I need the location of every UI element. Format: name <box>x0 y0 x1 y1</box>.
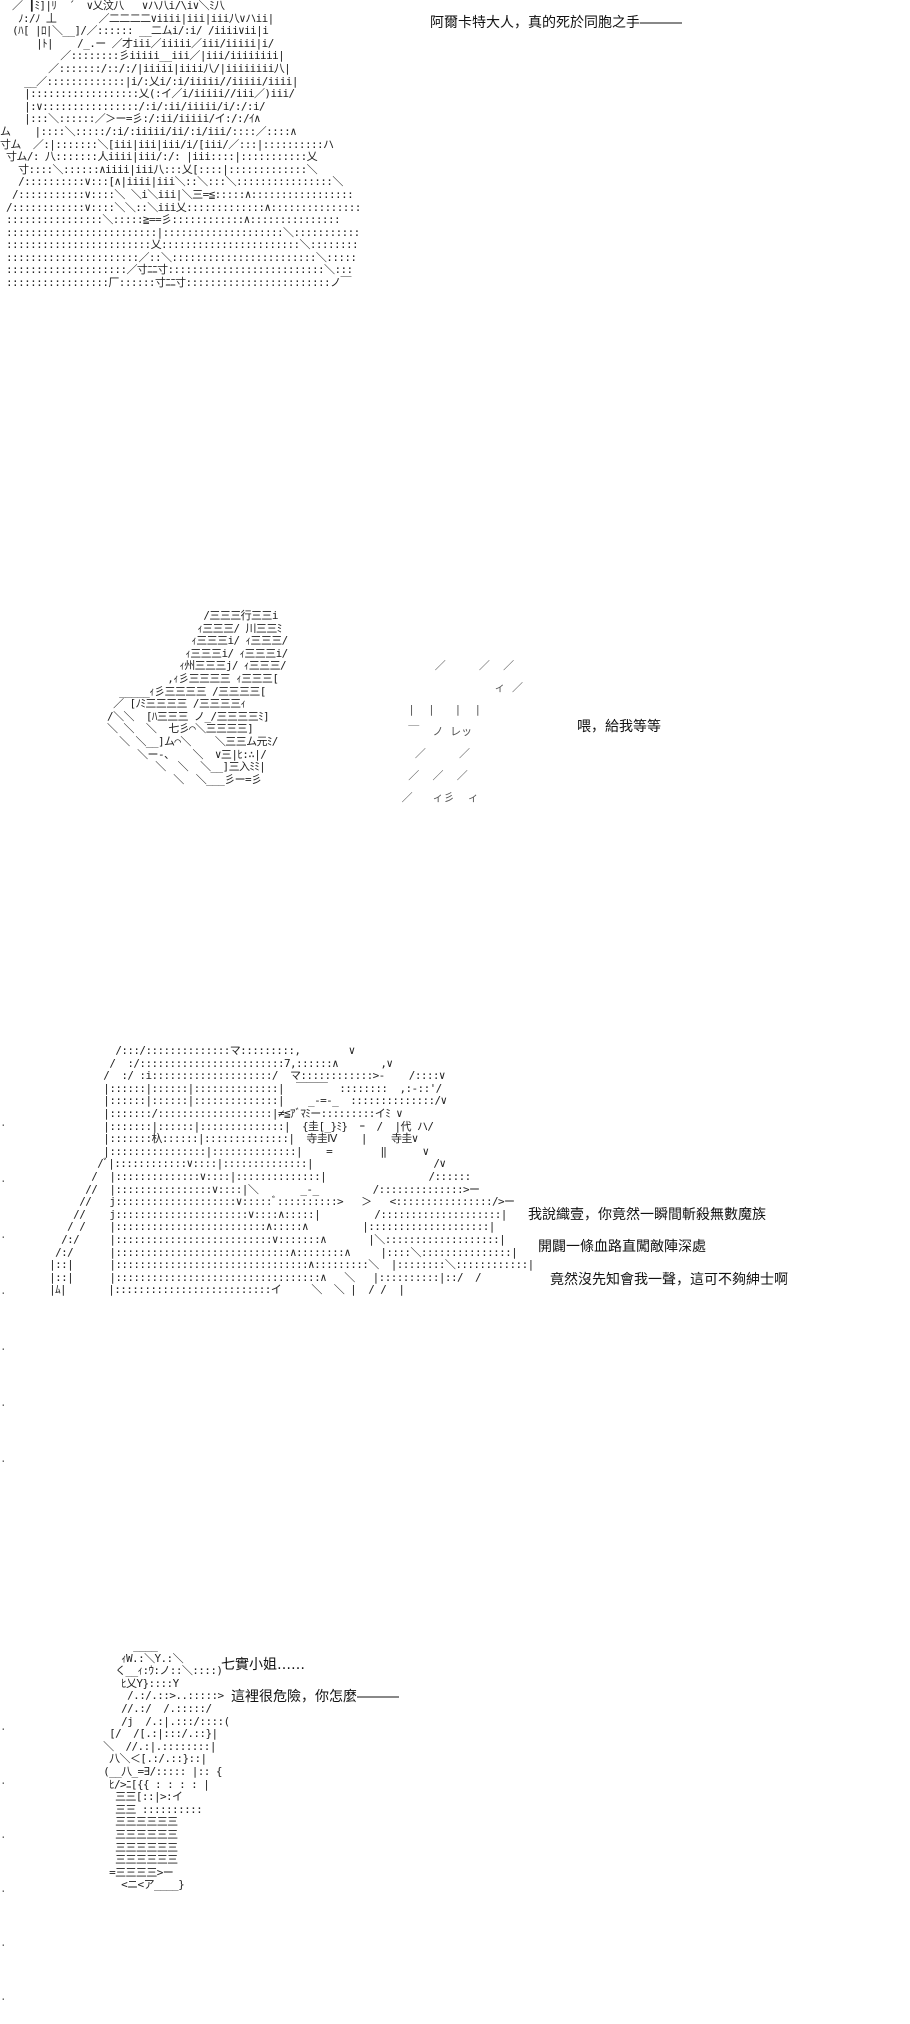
dialogue-line: 七實小姐…… <box>221 1657 305 1673</box>
dialogue-line: 我說織壹，你竟然一瞬間斬殺無數魔族 <box>528 1207 766 1223</box>
ascii-art-figure: /三三三行三三i ｨ三三三/ 川三三ﾐ ｨ三三三i/ ｨ三三三/ ｨ三三三i/ … <box>107 609 288 786</box>
ascii-art-figure: ____ ｨW.:＼Y.:＼ く__ｨ:ｳ:ノ::＼::::) ﾋ乂Y}::::… <box>103 1639 230 1892</box>
dialogue-line: 這裡很危險，你怎麼――― <box>231 1689 399 1705</box>
ascii-art-figure: ／ ┃ﾐ]|ﾘ ´ ∨乂汶八 ∨ハ八i/\i∨＼ﾐ八 ﾉ:/ﾉ 丄 ／二二二二∨… <box>0 0 361 290</box>
dialogue-line: 阿爾卡特大人，真的死於同胞之手――― <box>430 15 682 31</box>
margin-dots: . . . . . . <box>0 1720 7 2003</box>
motion-lines: ／ ／ ／ ィ ／ | | | | ￣ ノ レッ ／ ／ ／ ／ ／ ／ ィ彡 … <box>401 659 523 804</box>
panel-1: ／ ┃ﾐ]|ﾘ ´ ∨乂汶八 ∨ハ八i/\i∨＼ﾐ八 ﾉ:/ﾉ 丄 ／二二二二∨… <box>0 0 910 420</box>
panel-4: . . . . . . ____ ｨW.:＼Y.:＼ く__ｨ:ｳ:ノ::＼::… <box>0 1639 910 2003</box>
dialogue-line: 竟然沒先知會我一聲，這可不夠紳士啊 <box>550 1272 788 1288</box>
panel-2: /三三三行三三i ｨ三三三/ 川三三ﾐ ｨ三三三i/ ｨ三三三/ ｨ三三三i/ … <box>0 600 910 860</box>
dialogue-line: 開闢一條血路直闖敵陣深處 <box>538 1239 706 1255</box>
margin-dots: . . . . . . . <box>0 1116 7 1465</box>
ascii-art-figure: /:::/::::::::::::::マ:::::::::, ∨ / :/:::… <box>49 1044 534 1297</box>
panel-3: . . . . . . . /:::/::::::::::::::マ::::::… <box>0 1035 910 1465</box>
dialogue-line: 喂，給我等等 <box>577 719 661 735</box>
